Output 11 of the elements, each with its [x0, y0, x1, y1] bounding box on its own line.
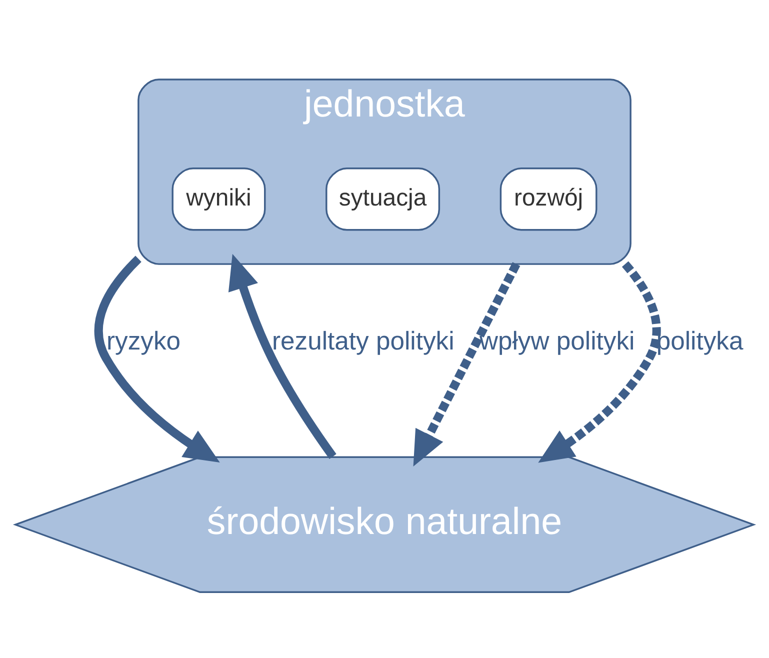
node-box: rozwój	[500, 168, 598, 231]
arrow	[538, 261, 661, 463]
edge-label: polityka	[656, 328, 744, 356]
edge-label: ryzyko	[106, 328, 181, 356]
arrow	[94, 256, 220, 463]
edge-label: wpływ polityki	[479, 328, 635, 356]
edge-label: rezultaty polityki	[272, 328, 454, 356]
arrow	[228, 254, 336, 460]
node-box: wyniki	[172, 168, 266, 231]
node-box: sytuacja	[326, 168, 440, 231]
arrow	[413, 262, 520, 466]
